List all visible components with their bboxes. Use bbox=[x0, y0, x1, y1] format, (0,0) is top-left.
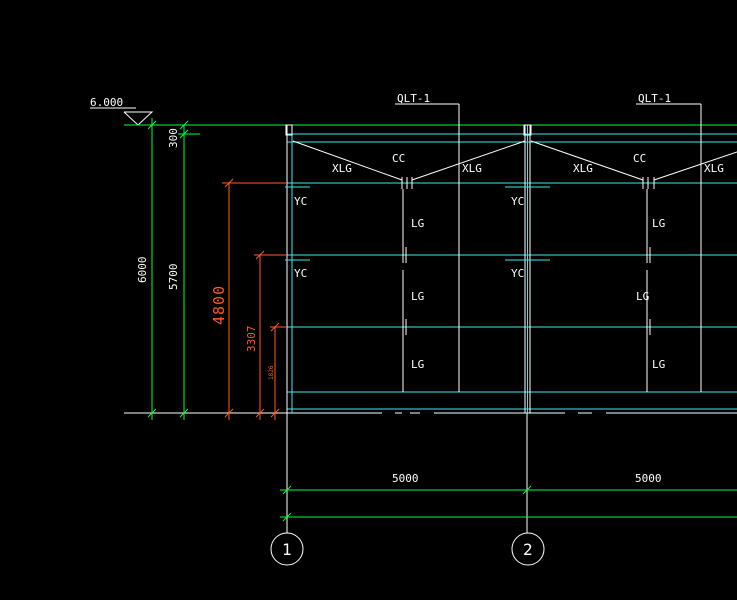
axis-bubbles: 1 2 bbox=[270, 532, 545, 566]
bracing-1-left bbox=[292, 140, 403, 181]
callout-label: QLT-1 bbox=[638, 92, 671, 105]
callout-label: QLT-1 bbox=[397, 92, 430, 105]
xlg-label: XLG bbox=[573, 162, 593, 175]
bracing-2-right bbox=[653, 151, 737, 181]
horizontal-dims bbox=[280, 485, 737, 522]
dim-tick bbox=[147, 120, 157, 130]
dim-tick bbox=[179, 408, 189, 418]
member-labels: QLT-1 QLT-1 CC CC XLG XLG XLG XLG YC YC … bbox=[294, 92, 724, 371]
level-lines bbox=[124, 124, 737, 414]
dim-tick bbox=[224, 408, 234, 418]
columns bbox=[285, 124, 532, 533]
cc-label: CC bbox=[392, 152, 405, 165]
dim-text-bay-2: 5000 bbox=[635, 472, 662, 485]
axis-label-2: 2 bbox=[523, 540, 533, 559]
lg-label: LG bbox=[652, 217, 665, 230]
dim-text-6000: 6000 bbox=[136, 257, 149, 284]
struts bbox=[285, 177, 655, 392]
dim-text-5700: 5700 bbox=[167, 264, 180, 291]
vertical-dims-orange bbox=[222, 178, 287, 420]
bracing-1-right bbox=[411, 140, 526, 181]
axis-bubble-2 bbox=[511, 532, 545, 566]
wind-columns bbox=[395, 103, 702, 392]
dim-tick bbox=[270, 322, 280, 332]
dim-tick bbox=[255, 250, 265, 260]
elevation-label: 6.000 bbox=[90, 96, 123, 109]
axis-bubble-1 bbox=[270, 532, 304, 566]
yc-label: YC bbox=[511, 267, 524, 280]
elevation-marker: 6.000 bbox=[90, 96, 154, 126]
dim-text-bay-1: 5000 bbox=[392, 472, 419, 485]
column-1-cap bbox=[285, 124, 293, 136]
roof-bracing bbox=[292, 140, 737, 181]
lg-label: LG bbox=[652, 358, 665, 371]
yc-label: YC bbox=[294, 195, 307, 208]
dim-tick bbox=[282, 512, 292, 522]
dim-text-3307: 3307 bbox=[245, 326, 258, 353]
lg-label: LG bbox=[411, 217, 424, 230]
xlg-label: XLG bbox=[704, 162, 724, 175]
axis-label-1: 1 bbox=[282, 540, 292, 559]
cc-label: CC bbox=[633, 152, 646, 165]
dim-text-300: 300 bbox=[167, 128, 180, 148]
dim-text-4800: 4800 bbox=[210, 285, 228, 325]
dim-tick bbox=[270, 408, 280, 418]
dim-tick bbox=[282, 485, 292, 495]
column-2-cap bbox=[523, 124, 532, 136]
dim-text-1826: 1826 bbox=[268, 365, 275, 380]
dim-tick bbox=[224, 178, 234, 188]
lg-label: LG bbox=[636, 290, 649, 303]
lg-label: LG bbox=[411, 358, 424, 371]
dim-tick bbox=[179, 120, 189, 130]
dim-tick bbox=[255, 408, 265, 418]
bracing-2-left bbox=[530, 140, 644, 181]
vertical-dims-green bbox=[147, 118, 200, 420]
lg-label: LG bbox=[411, 290, 424, 303]
elevation-triangle-icon bbox=[123, 111, 154, 126]
xlg-label: XLG bbox=[462, 162, 482, 175]
xlg-label: XLG bbox=[332, 162, 352, 175]
dim-tick bbox=[522, 485, 532, 495]
yc-label: YC bbox=[294, 267, 307, 280]
dim-tick bbox=[147, 408, 157, 418]
yc-label: YC bbox=[511, 195, 524, 208]
